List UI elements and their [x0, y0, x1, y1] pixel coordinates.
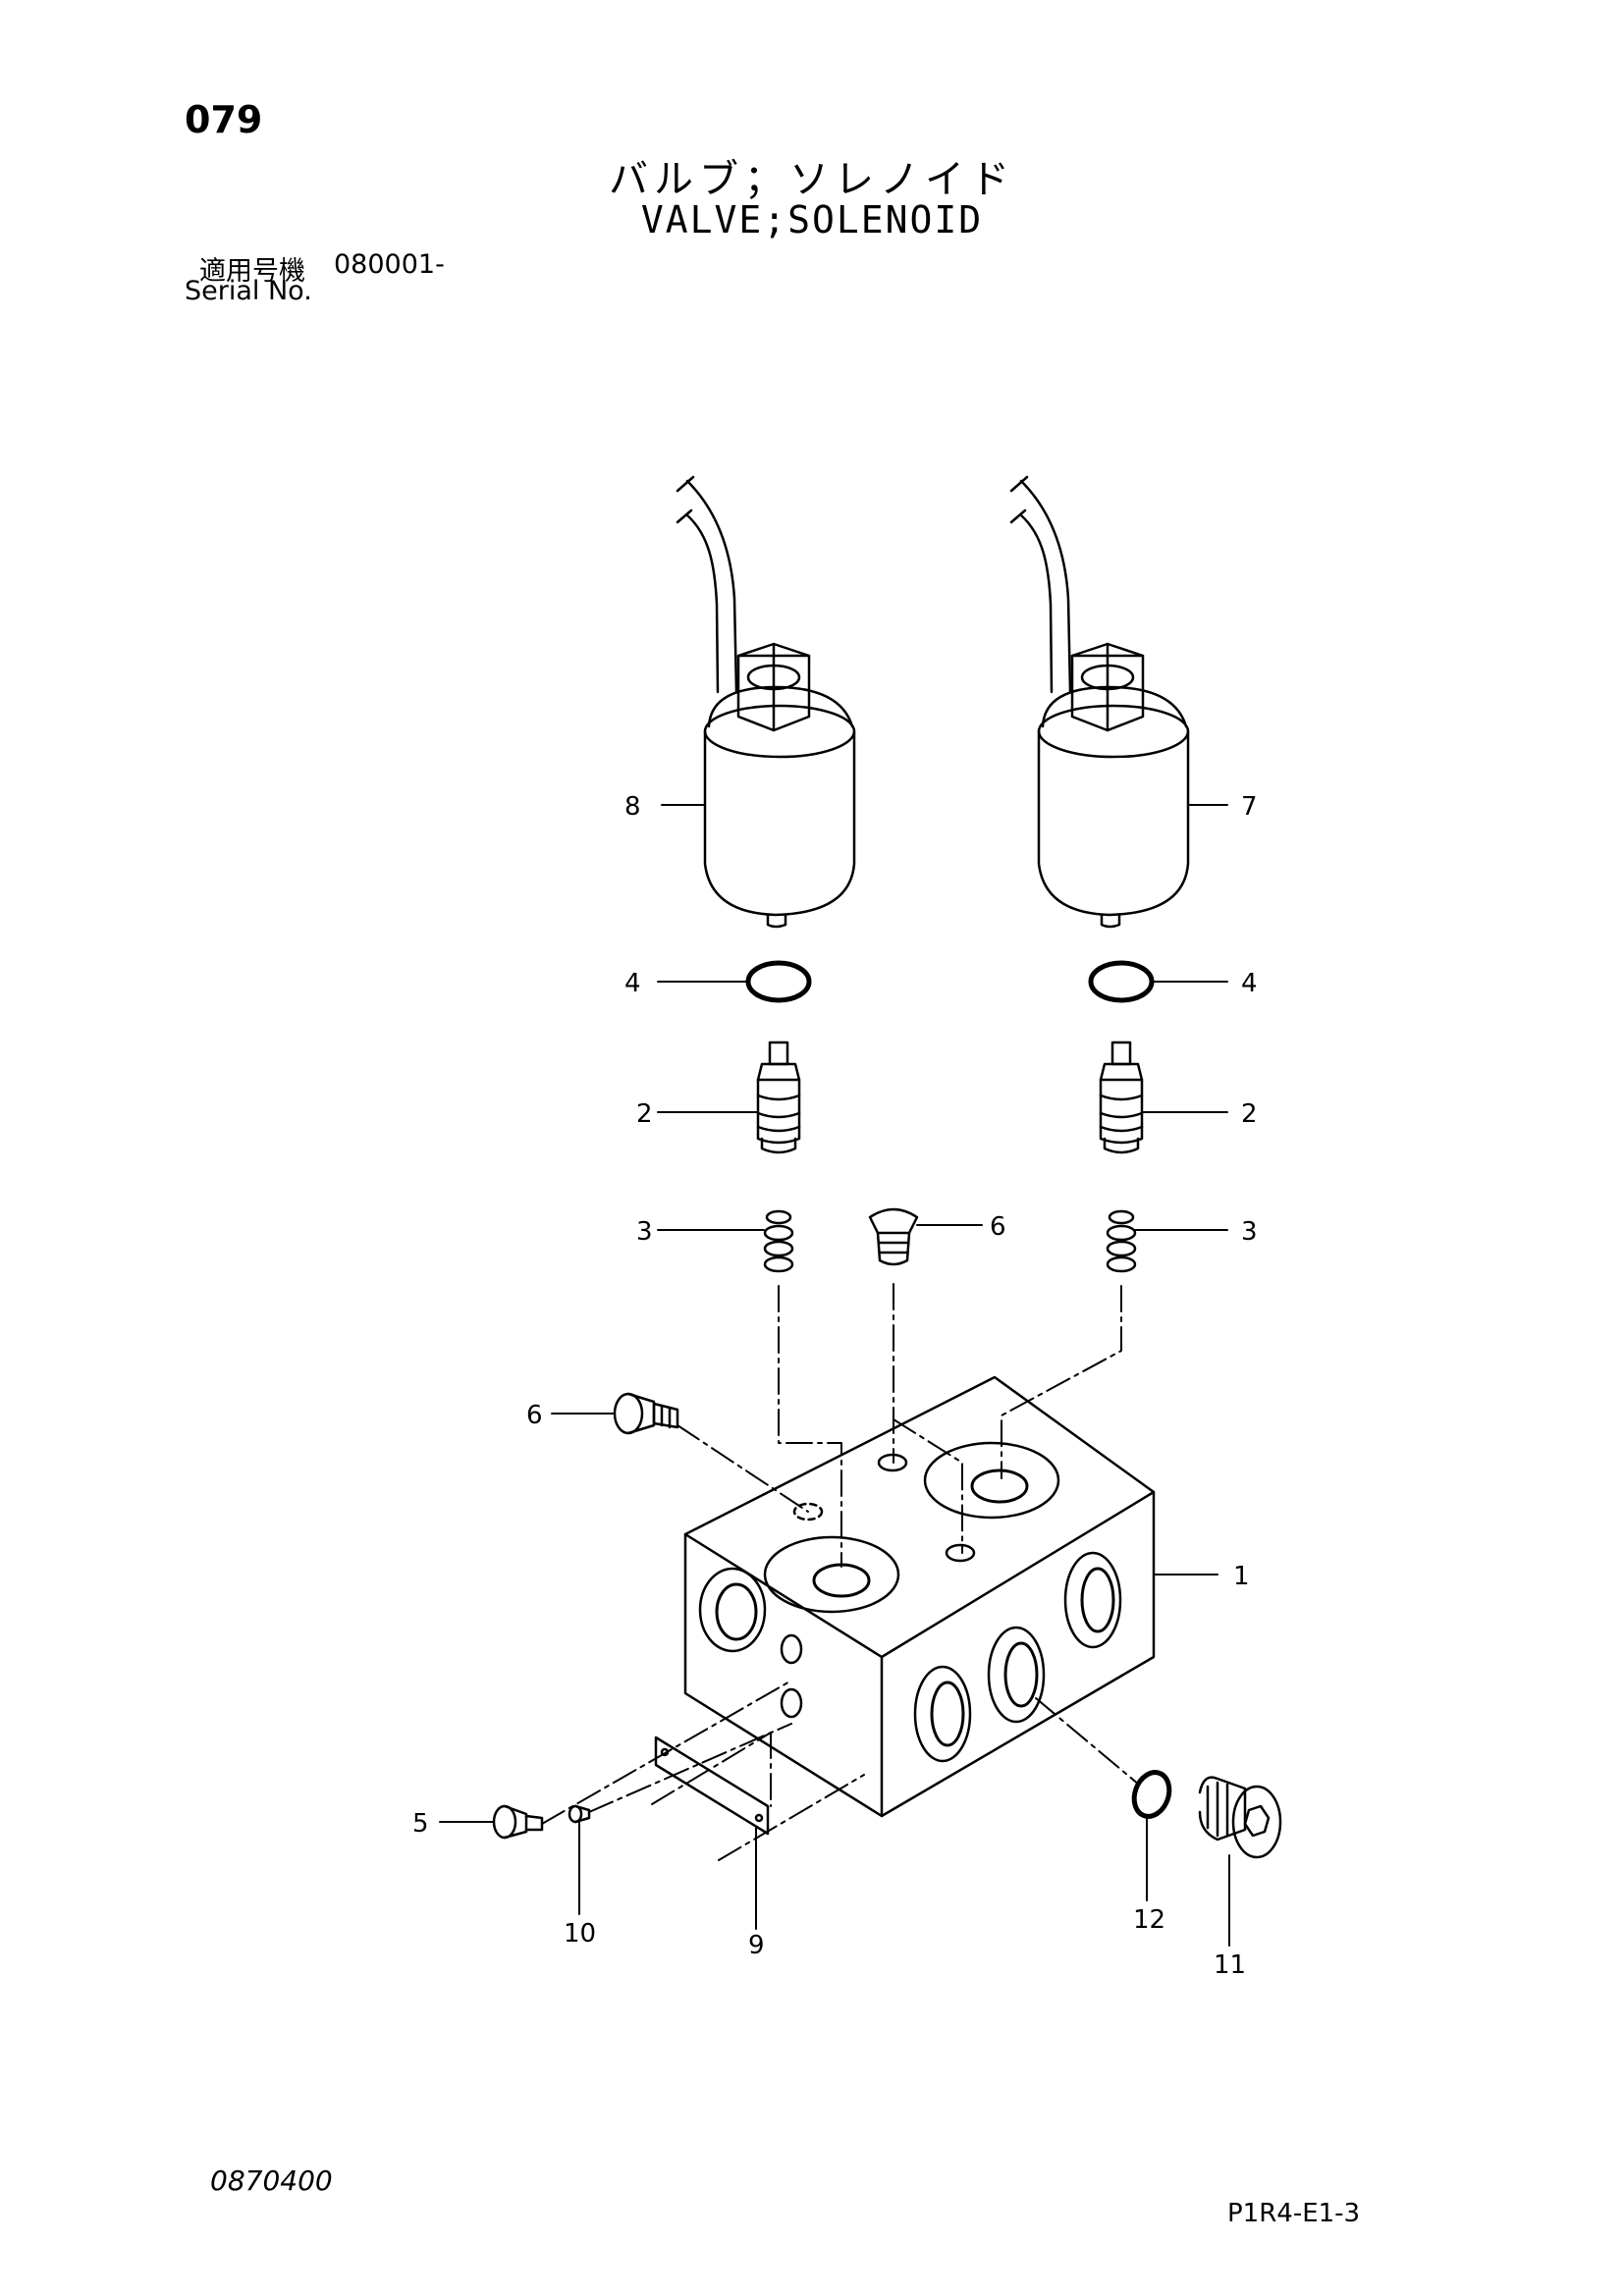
callout-3-right: 3 — [1241, 1217, 1258, 1247]
title-english: VALVE;SOLENOID — [640, 198, 984, 241]
callout-6-top: 6 — [990, 1212, 1006, 1242]
serial-number-label: Serial No. — [185, 276, 312, 306]
name-plate — [654, 1735, 770, 1836]
spool-right — [1099, 1041, 1144, 1154]
plug-top — [868, 1207, 919, 1266]
callout-6-side: 6 — [526, 1401, 543, 1430]
plug-side — [613, 1392, 679, 1435]
callout-1: 1 — [1233, 1562, 1250, 1591]
spring-right — [1106, 1209, 1137, 1273]
assembly-lines — [541, 1283, 1140, 1861]
document-code: 0870400 — [210, 2164, 333, 2197]
callout-12: 12 — [1133, 1905, 1165, 1935]
callout-4-left: 4 — [624, 969, 641, 998]
title-japanese: バルブ；ソレノイド — [609, 157, 1015, 202]
callout-2-right: 2 — [1241, 1099, 1258, 1129]
port-plug — [1198, 1776, 1282, 1859]
callout-2-left: 2 — [636, 1099, 653, 1129]
callout-9: 9 — [748, 1931, 765, 1960]
applicable-serial-value: 080001- — [334, 249, 445, 280]
callout-10: 10 — [564, 1919, 596, 1949]
valve-body — [683, 1375, 1156, 1818]
callout-11: 11 — [1214, 1950, 1246, 1980]
callout-8: 8 — [624, 792, 641, 822]
page-number: 079 — [185, 98, 263, 141]
o-ring-port — [1131, 1770, 1172, 1819]
leader-lines — [439, 804, 1230, 1947]
page-reference: P1R4-E1-3 — [1227, 2199, 1361, 2228]
callout-4-right: 4 — [1241, 969, 1258, 998]
spring-left — [763, 1209, 794, 1273]
o-ring-left — [745, 960, 812, 1003]
screw — [492, 1804, 544, 1840]
spool-left — [756, 1041, 801, 1154]
callout-7: 7 — [1241, 792, 1258, 822]
solenoid-coil-left — [676, 475, 856, 929]
o-ring-right — [1088, 960, 1155, 1003]
solenoid-coil-right — [1009, 475, 1190, 929]
rivet — [568, 1804, 591, 1824]
callout-5: 5 — [412, 1809, 429, 1839]
callout-3-left: 3 — [636, 1217, 653, 1247]
applicable-model-label: 適用号機 — [199, 256, 305, 287]
